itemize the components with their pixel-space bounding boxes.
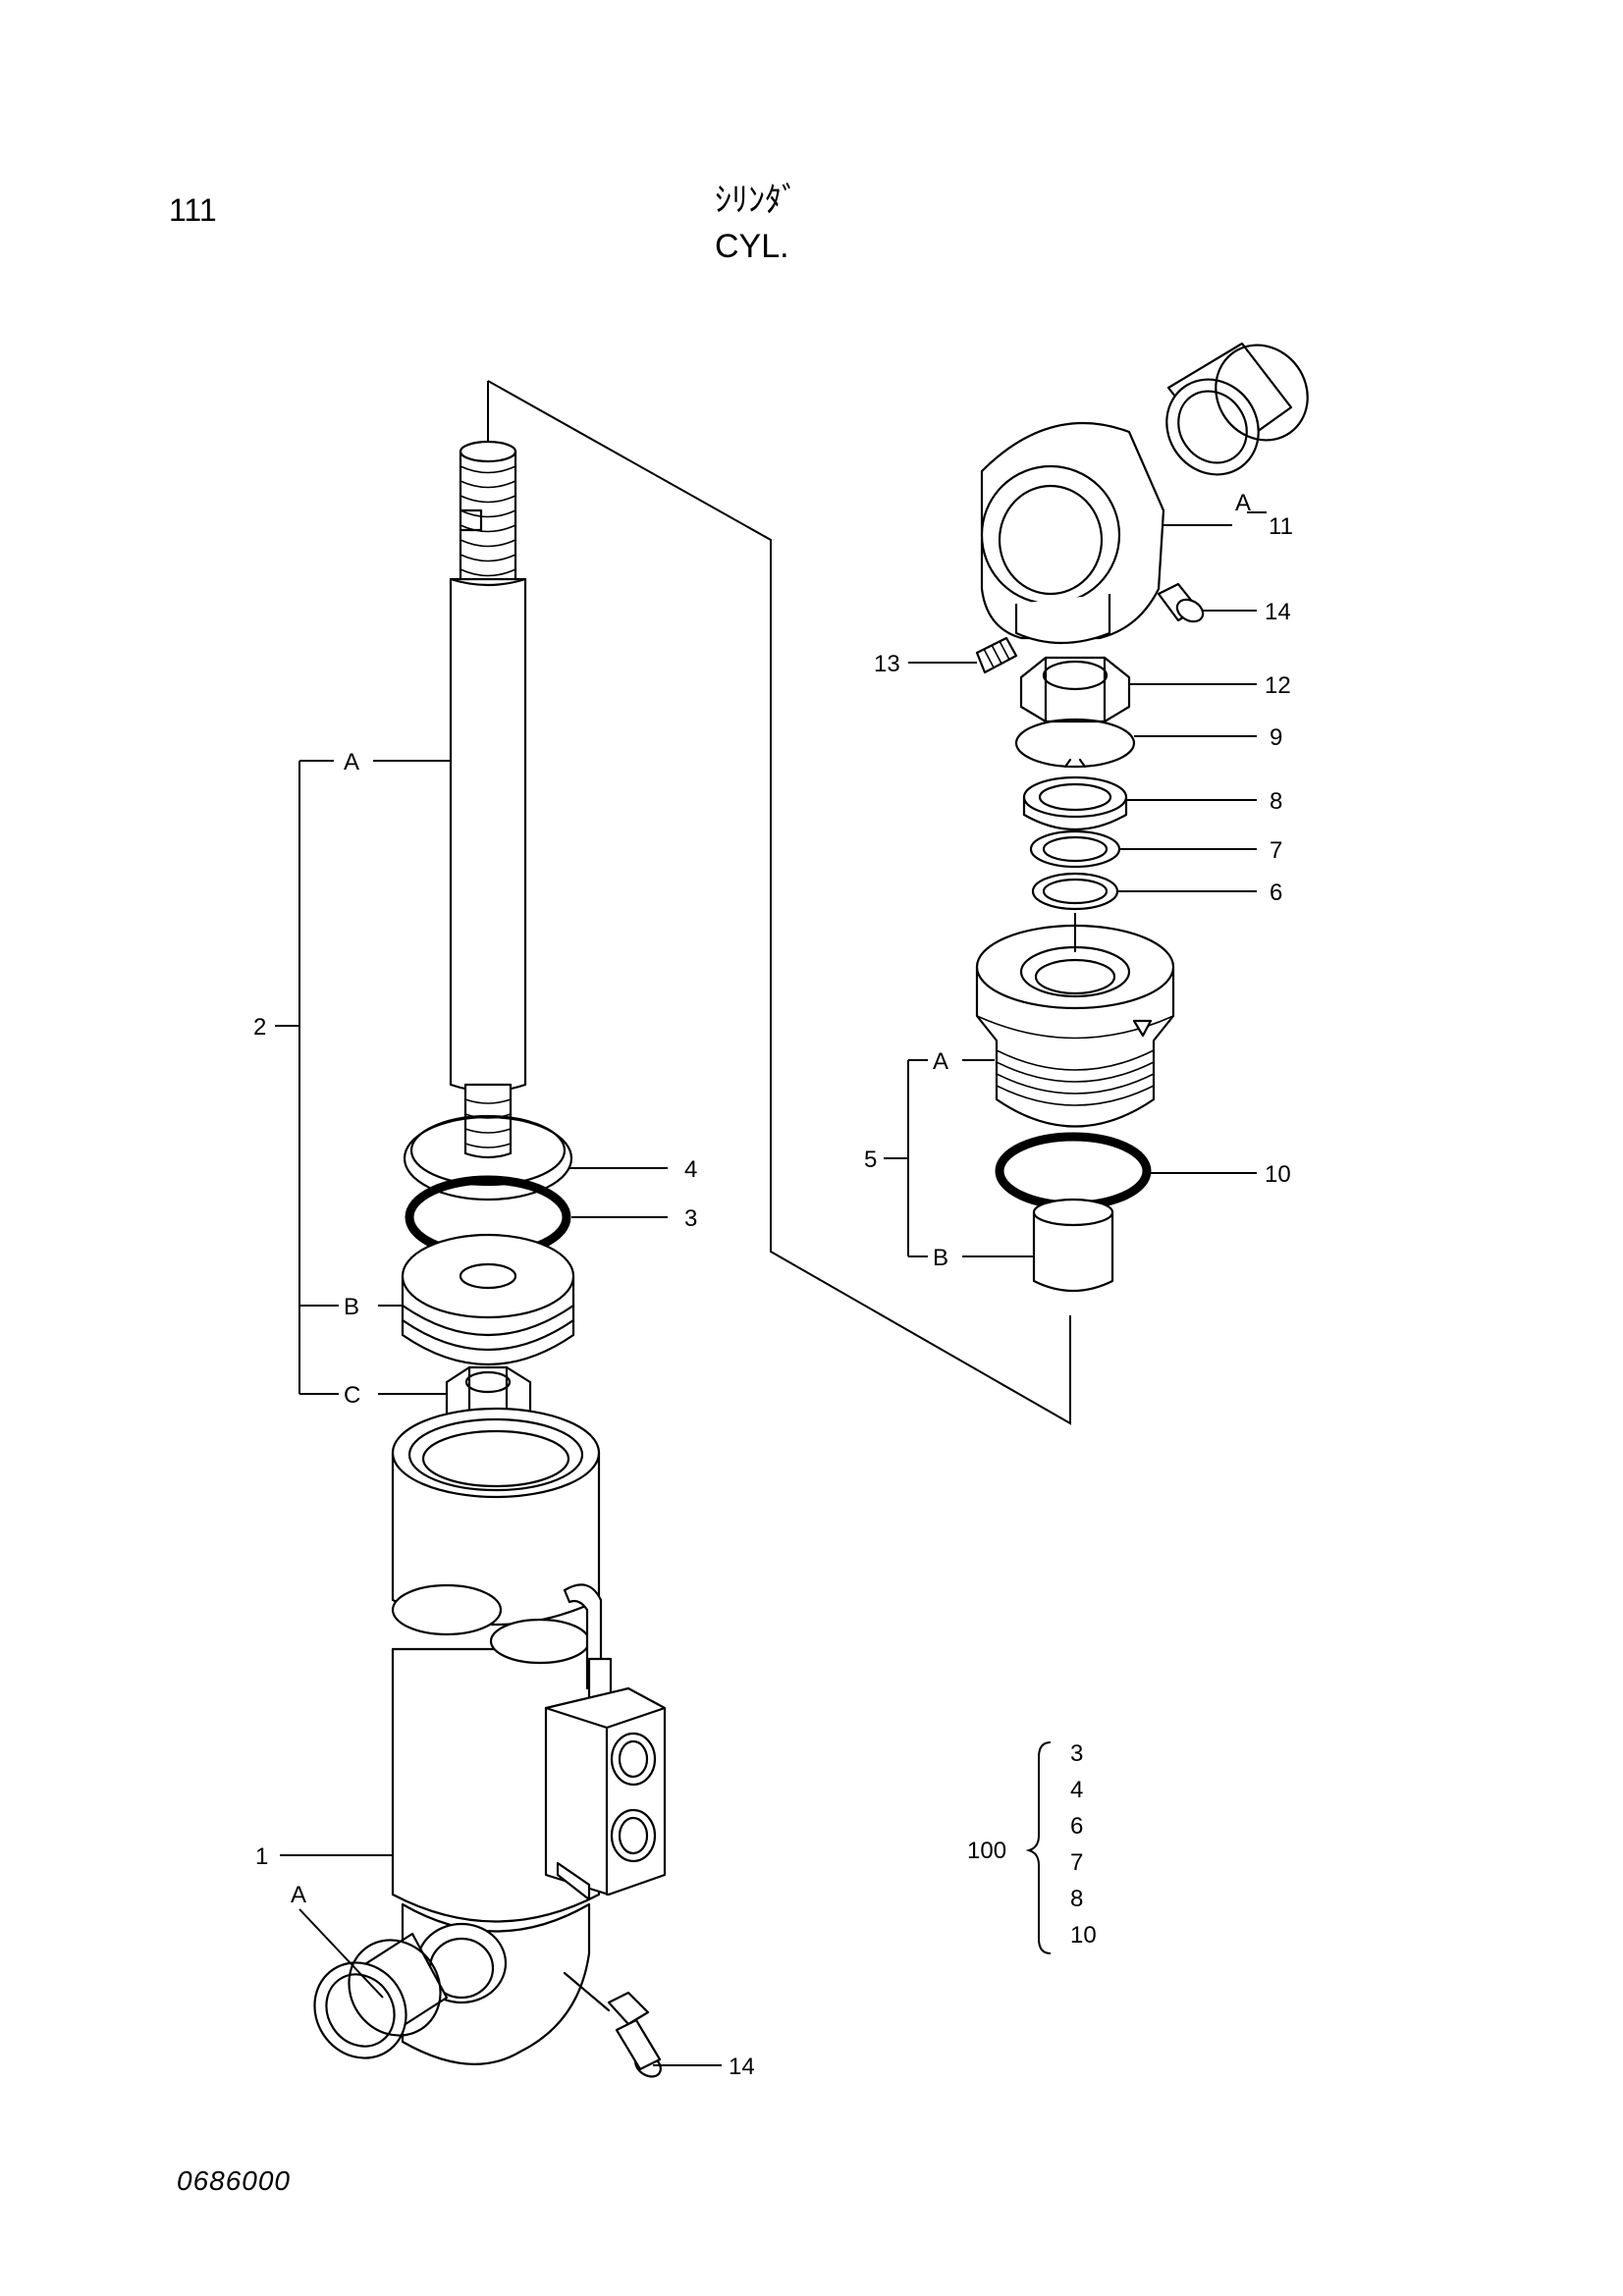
callout-13: 13 [874,651,900,677]
cylinder-head [975,924,1175,1128]
piston [401,1233,575,1365]
kit-item: 3 [1070,1740,1083,1767]
kit-item: 8 [1070,1886,1083,1912]
callout-rod-B: B [344,1294,359,1320]
leader-lines [275,511,1267,2066]
callout-12: 12 [1265,672,1291,699]
kit-item: 7 [1070,1849,1083,1876]
callout-head-A: A [933,1048,948,1075]
callout-4: 4 [684,1156,697,1183]
cylinder-tube [391,1407,667,2065]
callout-6: 6 [1270,880,1282,906]
set-screw [975,636,1018,674]
kit-item: 6 [1070,1813,1083,1840]
callout-rod-C: C [344,1382,360,1409]
callout-9: 9 [1270,724,1282,751]
seal-ring-4 [403,1114,573,1201]
grease-fitting-top [1157,582,1205,623]
seal-ring-6 [1031,872,1119,911]
o-ring-10 [995,1132,1152,1210]
grease-fitting-bottom [563,1971,662,2078]
piston-rod [449,440,527,1159]
page-number: 111 [169,192,217,228]
page-title-japanese: ｼﾘﾝﾀﾞ [715,182,798,219]
seal-ring-7 [1029,829,1121,869]
kit-item: 4 [1070,1777,1083,1803]
callout-rod-A: A [344,749,359,775]
callout-3: 3 [684,1205,697,1232]
head-bushing [1032,1198,1114,1293]
bushing-bottom [313,1932,449,2059]
drawing-code: 0686000 [177,2165,292,2196]
callout-14-bottom: 14 [729,2054,755,2080]
callout-tube-A: A [291,1882,306,1908]
callout-eye-A: A [1235,490,1251,516]
bushing-top [1165,342,1309,476]
callout-14-top: 14 [1265,599,1291,625]
callout-1: 1 [255,1843,268,1870]
rod-eye [980,421,1165,645]
callout-5: 5 [864,1147,877,1173]
lock-nut [1019,656,1131,723]
page-title: CYL. [715,228,789,265]
kit-item: 10 [1070,1922,1097,1949]
retaining-ring-9 [1014,718,1136,769]
callout-10: 10 [1265,1161,1291,1188]
seal-ring-8 [1022,775,1128,830]
callout-head-B: B [933,1245,948,1271]
callout-2: 2 [253,1014,266,1041]
callout-11: 11 [1269,513,1293,540]
kit-number: 100 [967,1838,1006,1864]
callout-7: 7 [1270,837,1282,864]
callout-8: 8 [1270,788,1282,815]
